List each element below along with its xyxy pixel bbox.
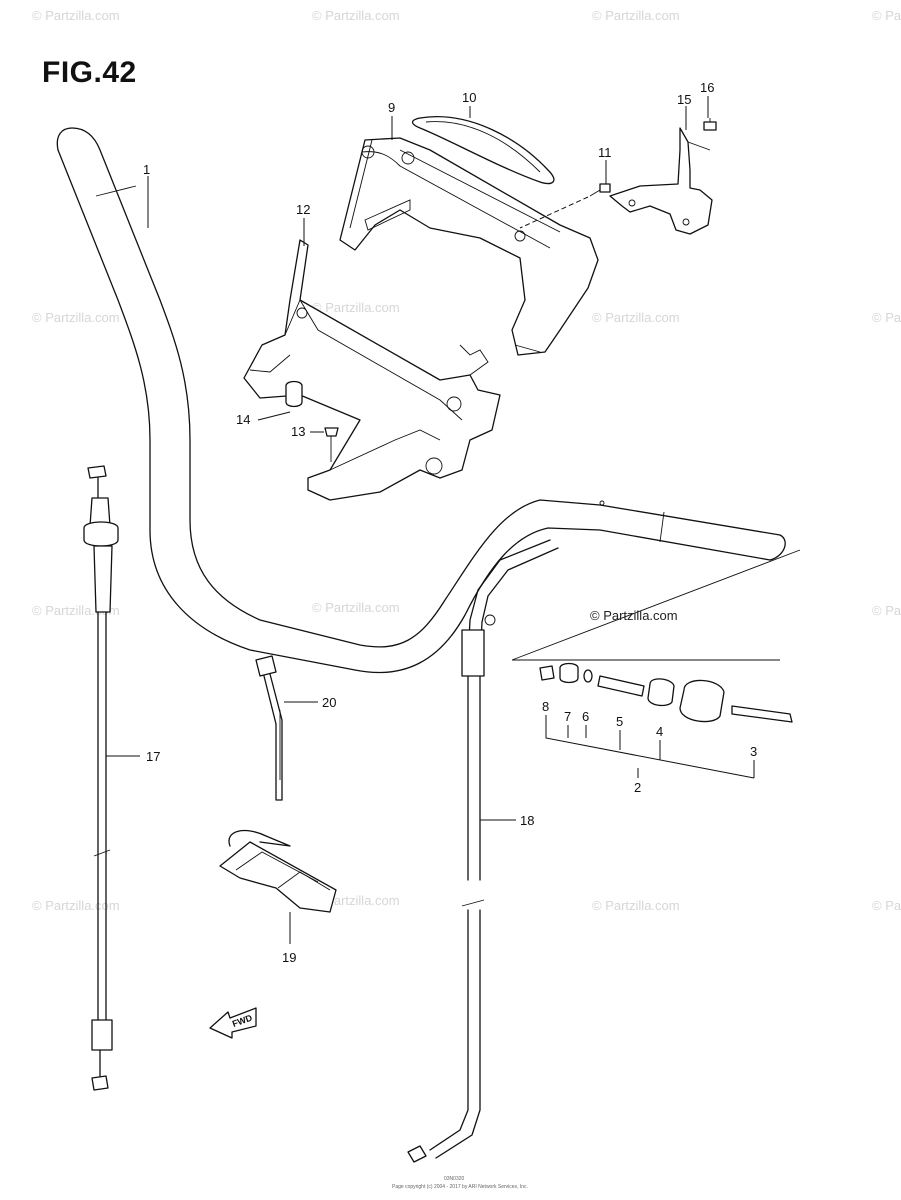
copyright-note: © Partzilla.com (590, 608, 678, 623)
figure-title: FIG.42 (42, 56, 137, 89)
watermark: © Partzilla.com (872, 603, 901, 618)
bolt-part-13 (324, 427, 339, 437)
throttle-cable-17 (83, 465, 119, 1091)
leader-lines (106, 96, 709, 944)
callout-18: 18 (520, 813, 534, 828)
watermark: © Partzilla.com (592, 898, 680, 913)
cable-tie-20 (255, 655, 283, 801)
callout-1: 1 (143, 162, 150, 177)
callout-9: 9 (388, 100, 395, 115)
watermark: © Partzilla.com (312, 300, 400, 315)
bar-end-weight-assembly (511, 549, 801, 779)
meter-cover (339, 137, 599, 356)
forward-arrow-icon: FWD (209, 1007, 257, 1039)
callout-5: 5 (616, 714, 623, 729)
clamp-19 (219, 829, 337, 913)
callout-13: 13 (291, 424, 305, 439)
collar-part-14 (285, 380, 303, 408)
part-7 (559, 662, 579, 684)
part-5 (597, 675, 645, 697)
watermark: © Partzilla.com (872, 8, 901, 23)
screw-part-11 (519, 183, 611, 229)
callout-10: 10 (462, 90, 476, 105)
clutch-cable-18 (407, 539, 559, 1163)
callout-4: 4 (656, 724, 663, 739)
callout-20: 20 (322, 695, 336, 710)
part-3 (731, 705, 793, 723)
watermark: © Partzilla.com (312, 600, 400, 615)
callout-15: 15 (677, 92, 691, 107)
weight (679, 679, 725, 723)
callout-6: 6 (582, 709, 589, 724)
callout-19: 19 (282, 950, 296, 965)
callout-17: 17 (146, 749, 160, 764)
part-6 (583, 669, 593, 683)
watermark: © Partzilla.com (872, 898, 901, 913)
part-8 (539, 665, 555, 681)
watermark: © Partzilla.com (592, 8, 680, 23)
callout-2: 2 (634, 780, 641, 795)
footer-copyright: Page copyright (c) 2004 - 2017 by ARI Ne… (392, 1184, 528, 1190)
part-4 (647, 678, 675, 707)
stay-part-15 (609, 127, 713, 235)
watermark: © Partzilla.com (32, 310, 120, 325)
callout-12: 12 (296, 202, 310, 217)
watermark: © Partzilla.com (312, 8, 400, 23)
meter-lens (411, 116, 555, 185)
watermark: © Partzilla.com (32, 8, 120, 23)
watermark: © Partzilla.com (592, 310, 680, 325)
watermark: © Partzilla.com (872, 310, 901, 325)
callout-14: 14 (236, 412, 250, 427)
callout-7: 7 (564, 709, 571, 724)
callout-3: 3 (750, 744, 757, 759)
footer-code: 03N0320 (444, 1176, 465, 1182)
handlebar-bracket (243, 239, 501, 501)
callout-11: 11 (598, 145, 612, 160)
callout-labels: 1 2 3 4 5 6 7 8 9 10 11 12 13 14 15 16 1… (143, 80, 757, 965)
handlebar (56, 127, 786, 674)
callout-8: 8 (542, 699, 549, 714)
bolt-part-16 (703, 118, 717, 131)
callout-16: 16 (700, 80, 714, 95)
